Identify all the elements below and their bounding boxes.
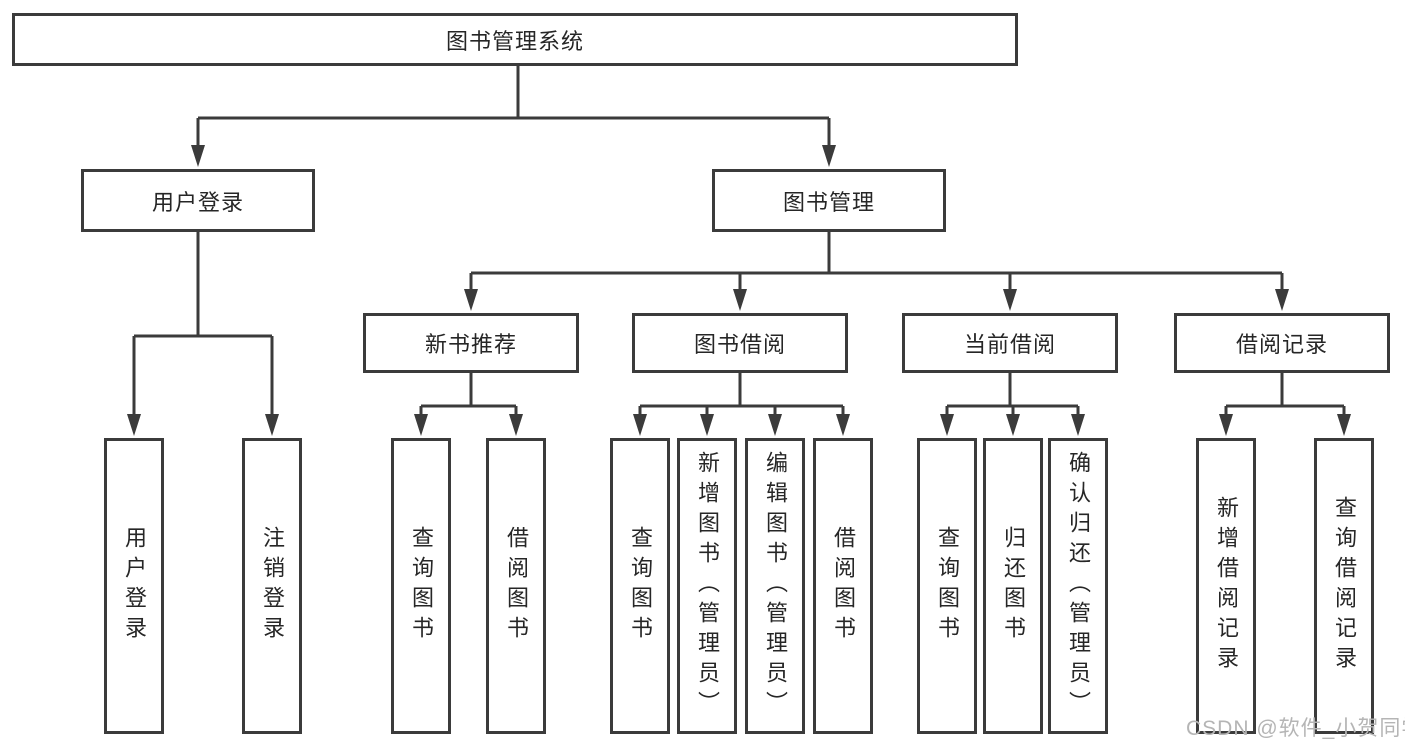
leaf-query-books-1-label: 查询图书 xyxy=(409,526,434,646)
node-current-borrow: 当前借阅 xyxy=(902,313,1118,373)
leaf-query-borrow-record-label: 查询借阅记录 xyxy=(1332,496,1357,676)
node-new-book-recommend: 新书推荐 xyxy=(363,313,579,373)
node-book-management-label: 图书管理 xyxy=(782,189,875,215)
node-root-label: 图书管理系统 xyxy=(445,28,584,54)
leaf-logout: 注销登录 xyxy=(242,438,302,734)
leaf-return-books-label: 归还图书 xyxy=(1001,526,1026,646)
node-book-borrow: 图书借阅 xyxy=(632,313,848,373)
leaf-borrow-books-2: 借阅图书 xyxy=(813,438,873,734)
leaf-edit-books-admin-label: 编辑图书（管理员） xyxy=(763,451,788,721)
node-borrow-records: 借阅记录 xyxy=(1174,313,1390,373)
leaf-return-books: 归还图书 xyxy=(983,438,1043,734)
csdn-watermark: CSDN @软件_小贺同学 xyxy=(1186,717,1405,740)
leaf-query-books-2-label: 查询图书 xyxy=(628,526,653,646)
node-new-book-recommend-label: 新书推荐 xyxy=(424,332,517,357)
node-user-login-label: 用户登录 xyxy=(151,189,244,215)
leaf-add-borrow-record-label: 新增借阅记录 xyxy=(1214,496,1239,676)
leaf-logout-label: 注销登录 xyxy=(260,526,285,646)
leaf-confirm-return-admin: 确认归还（管理员） xyxy=(1048,438,1108,734)
leaf-query-books-1: 查询图书 xyxy=(391,438,451,734)
leaf-user-login: 用户登录 xyxy=(104,438,164,734)
leaf-query-borrow-record: 查询借阅记录 xyxy=(1314,438,1374,734)
leaf-borrow-books-2-label: 借阅图书 xyxy=(831,526,856,646)
node-book-management: 图书管理 xyxy=(712,169,946,232)
node-borrow-records-label: 借阅记录 xyxy=(1235,332,1328,357)
node-book-borrow-label: 图书借阅 xyxy=(693,332,786,357)
leaf-add-borrow-record: 新增借阅记录 xyxy=(1196,438,1256,734)
leaf-query-books-2: 查询图书 xyxy=(610,438,670,734)
leaf-query-books-3-label: 查询图书 xyxy=(935,526,960,646)
leaf-borrow-books-1: 借阅图书 xyxy=(486,438,546,734)
leaf-add-books-admin: 新增图书（管理员） xyxy=(677,438,737,734)
node-user-login: 用户登录 xyxy=(81,169,315,232)
leaf-user-login-label: 用户登录 xyxy=(122,526,147,646)
leaf-confirm-return-admin-label: 确认归还（管理员） xyxy=(1066,451,1091,721)
leaf-add-books-admin-label: 新增图书（管理员） xyxy=(695,451,720,721)
leaf-edit-books-admin: 编辑图书（管理员） xyxy=(745,438,805,734)
leaf-query-books-3: 查询图书 xyxy=(917,438,977,734)
node-root: 图书管理系统 xyxy=(12,13,1018,66)
leaf-borrow-books-1-label: 借阅图书 xyxy=(504,526,529,646)
node-current-borrow-label: 当前借阅 xyxy=(963,332,1056,357)
